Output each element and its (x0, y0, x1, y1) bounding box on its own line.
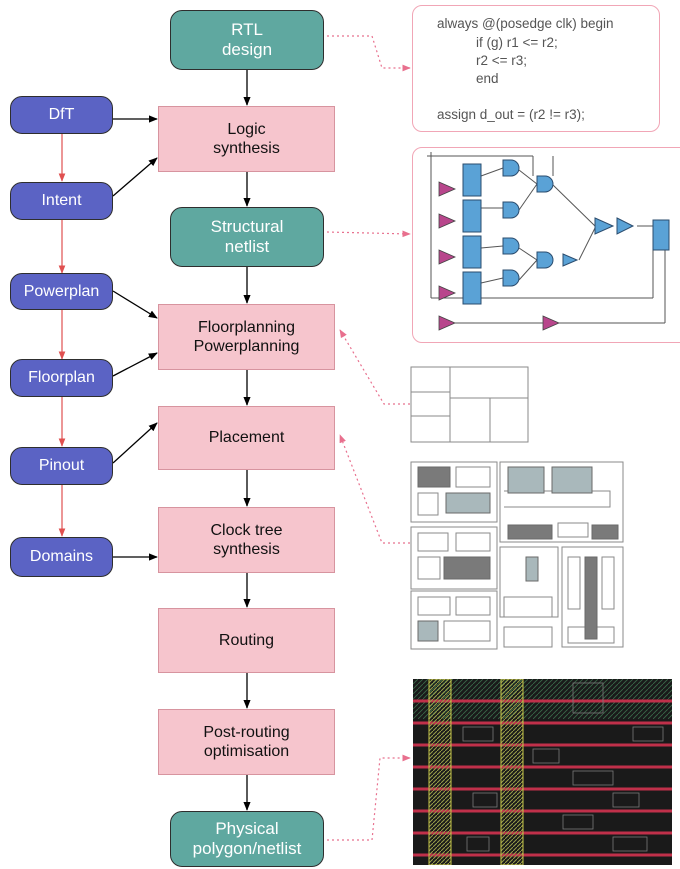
link-physical-to-layout (327, 754, 411, 841)
arrow-floorplan-to-floorplanning (112, 352, 158, 377)
code-line-6: assign d_out = (r2 != r3); (437, 107, 585, 122)
rtl-design-box: RTL design (170, 10, 324, 70)
domains-box: Domains (10, 537, 113, 577)
structural-netlist-line-1: Structural (210, 216, 284, 236)
powerplan-label: Powerplan (23, 282, 100, 300)
structural-netlist-box: Structural netlist (170, 207, 324, 267)
post-routing-line-1: Post-routing (203, 723, 290, 741)
arrow-pinout-to-placement (112, 422, 158, 464)
clock-tree-box: Clock tree synthesis (158, 507, 335, 573)
physical-line-1: Physical (215, 818, 279, 838)
rtl-design-line-2: design (221, 40, 273, 59)
dft-box: DfT (10, 96, 113, 134)
placement-box: Placement (158, 406, 335, 470)
floorplan-sketch (410, 366, 529, 443)
rtl-design-line-1: RTL (231, 19, 263, 39)
floorplan-label: Floorplan (28, 369, 95, 387)
routing-line-1: Routing (218, 631, 275, 649)
post-routing-line-2: optimisation (203, 743, 290, 760)
code-line-3: r2 <= r3; (461, 53, 528, 68)
pinout-label: Pinout (38, 457, 85, 475)
pinout-box: Pinout (10, 447, 113, 485)
floorplanning-line-1: Floorplanning (198, 318, 295, 336)
floorplanning-box: Floorplanning Powerplanning (158, 304, 335, 370)
netlist-schematic (427, 152, 670, 331)
logic-synthesis-line-2: synthesis (213, 140, 280, 157)
clock-tree-line-2: synthesis (213, 541, 280, 558)
clock-tree-line-1: Clock tree (210, 521, 283, 539)
intent-label: Intent (41, 192, 82, 210)
post-routing-box: Post-routing optimisation (158, 709, 335, 775)
arrow-intent-to-logic (112, 157, 158, 197)
floorplan-box: Floorplan (10, 359, 113, 397)
placement-sketch (410, 461, 624, 650)
floorplanning-line-2: Powerplanning (193, 338, 300, 355)
routing-box: Routing (158, 608, 335, 673)
netlist-schematic-panel (412, 147, 680, 343)
rtl-code-panel: always @(posedge clk) begin if (g) r1 <=… (412, 5, 660, 132)
physical-line-2: polygon/netlist (192, 839, 302, 858)
link-floorplanning-to-floorplan-sketch (339, 329, 410, 405)
link-placement-to-placement-sketch (339, 434, 410, 544)
code-line-2: if (g) r1 <= r2; (461, 35, 558, 50)
placement-line-1: Placement (208, 429, 285, 447)
structural-netlist-line-2: netlist (224, 237, 270, 256)
domains-label: Domains (29, 548, 94, 566)
intent-box: Intent (10, 182, 113, 220)
physical-box: Physical polygon/netlist (170, 811, 324, 867)
arrow-powerplan-to-floorplanning (112, 290, 158, 319)
physical-layout (413, 679, 672, 865)
dft-label: DfT (48, 106, 75, 124)
powerplan-box: Powerplan (10, 273, 113, 310)
code-line-4: end (461, 71, 499, 86)
logic-synthesis-line-1: Logic (227, 120, 266, 138)
link-structural-to-netlist (326, 230, 411, 238)
code-line-1: always @(posedge clk) begin (437, 16, 614, 31)
logic-synthesis-box: Logic synthesis (158, 106, 335, 172)
link-rtl-to-code (327, 35, 411, 72)
